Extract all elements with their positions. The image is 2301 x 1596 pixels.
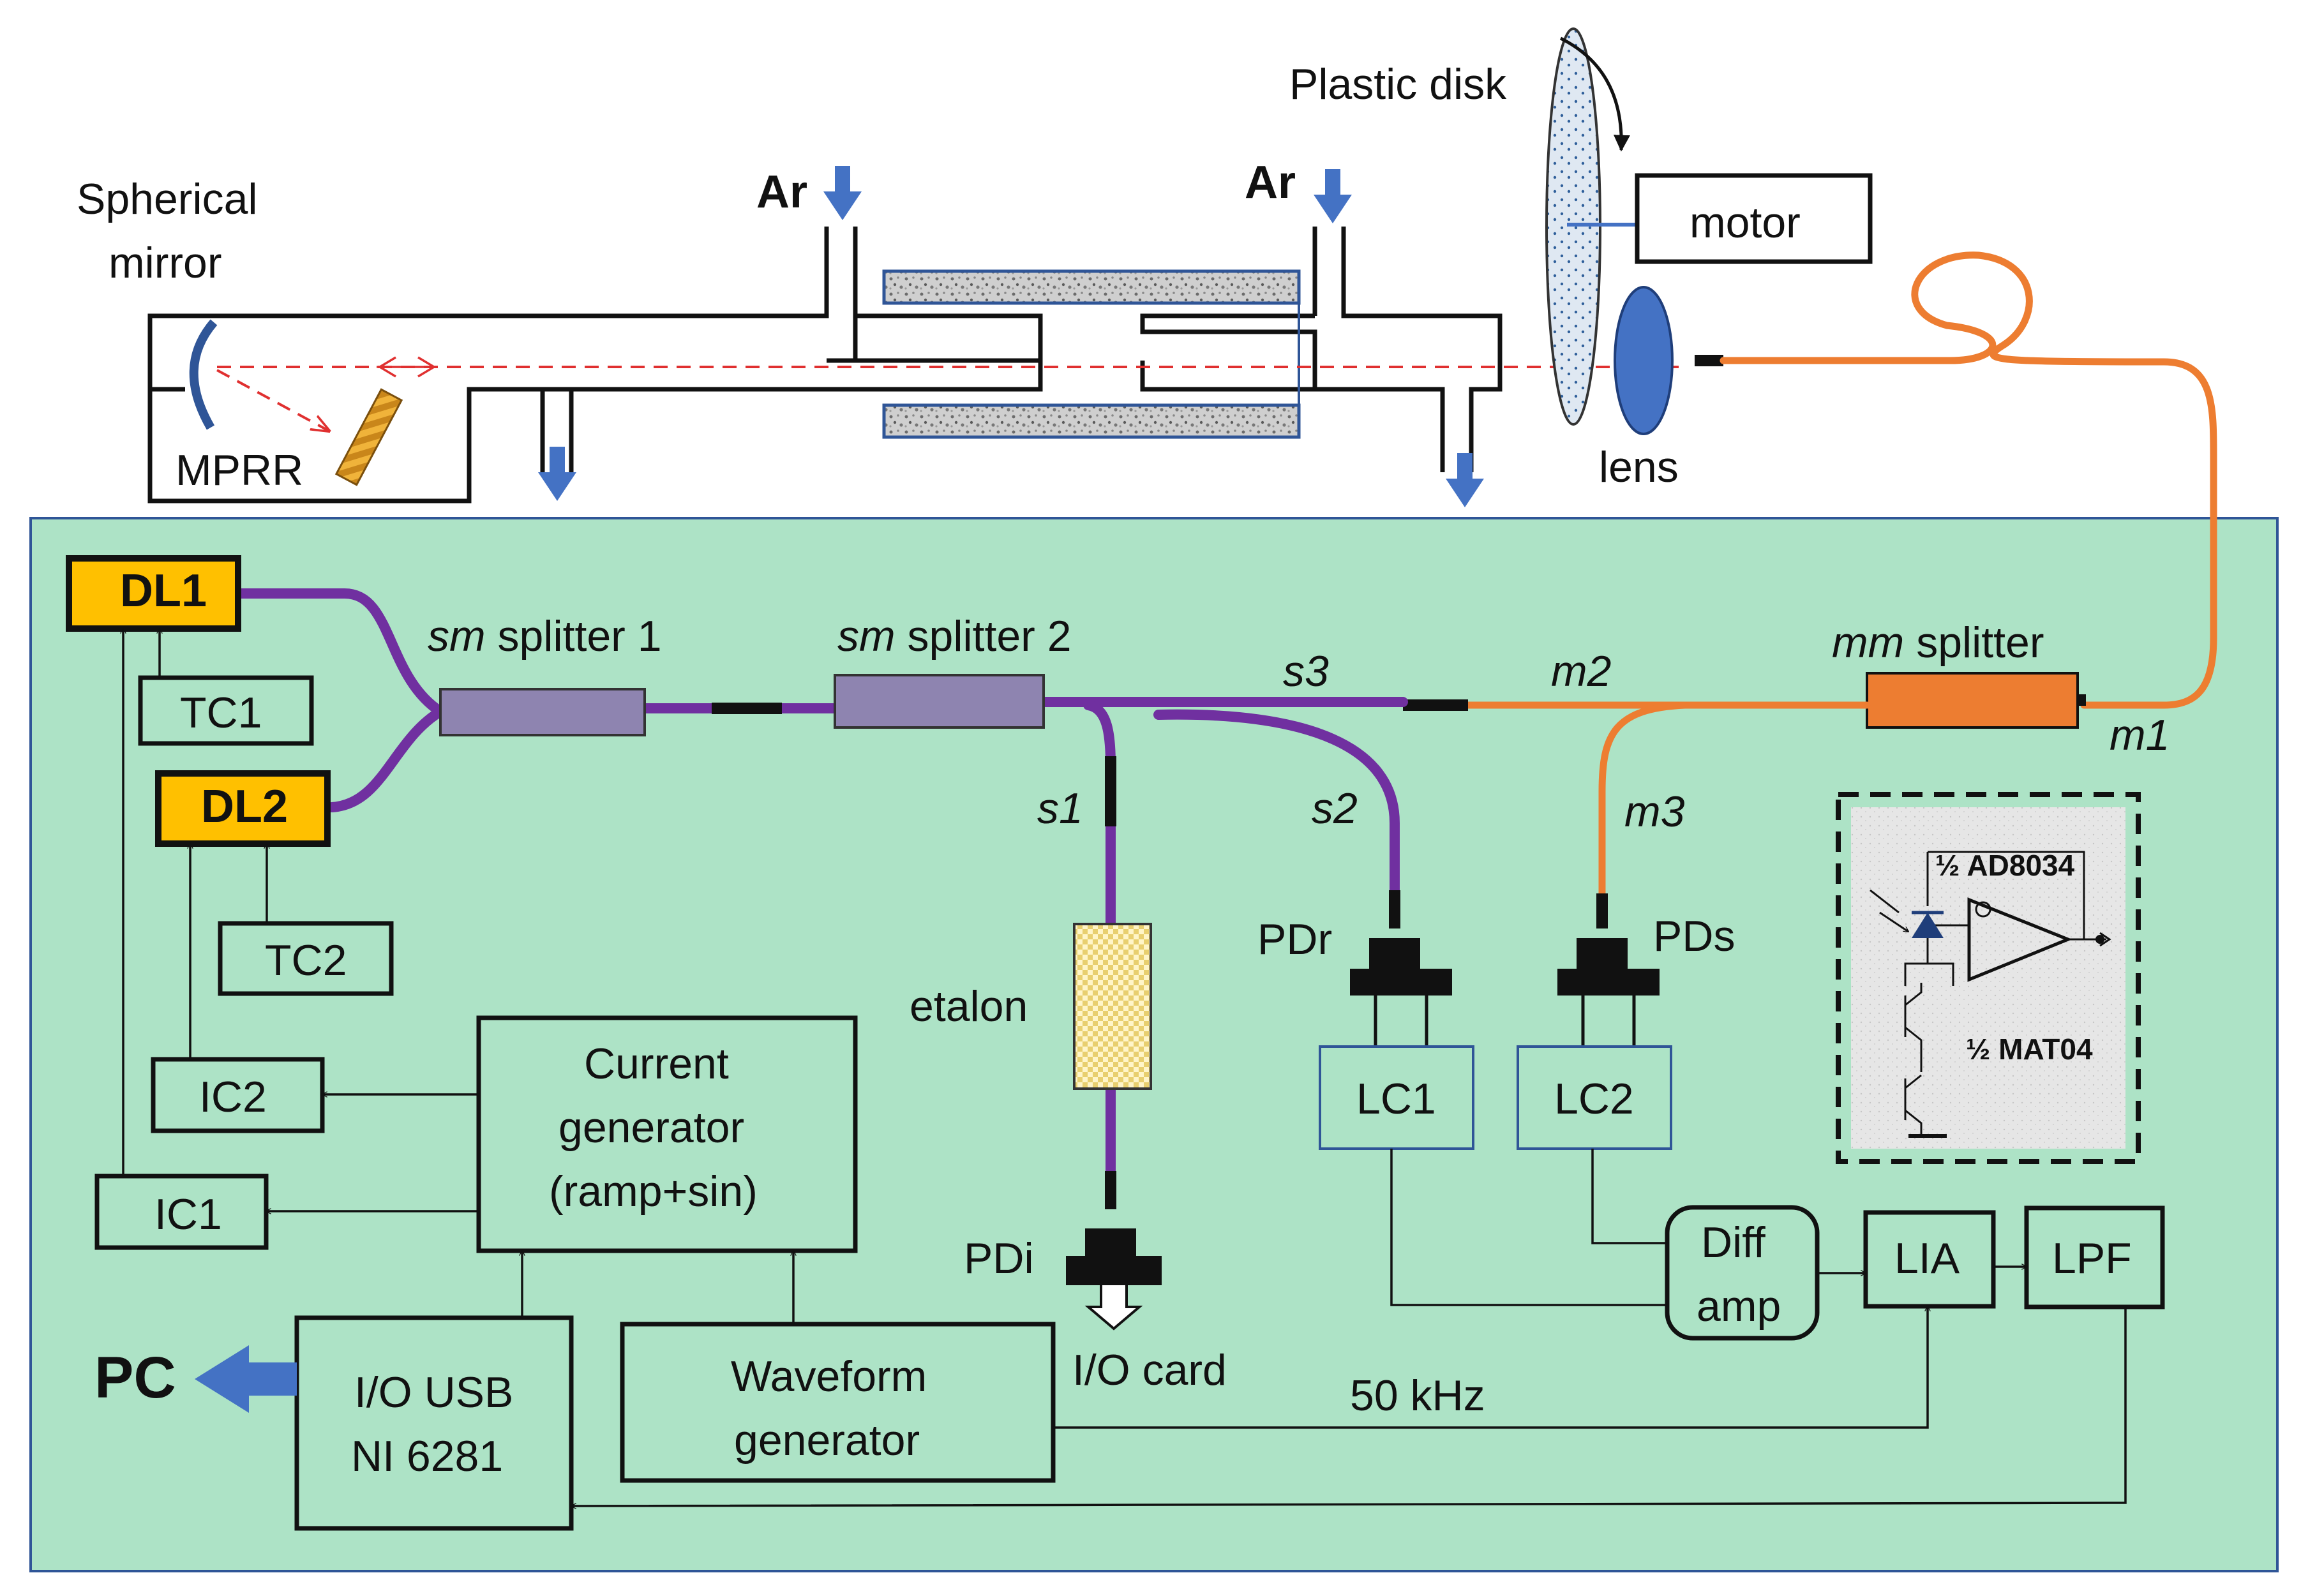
tc1-box xyxy=(138,675,314,746)
pdi-detector-icon xyxy=(1066,1228,1162,1331)
pdr-detector-icon xyxy=(1350,938,1452,1047)
opamp-icon xyxy=(1967,897,2072,982)
tc1-label: TC1 xyxy=(180,689,262,737)
waveform-generator-label-1: Waveform xyxy=(731,1352,927,1401)
pc-arrow-icon xyxy=(195,1345,297,1413)
diff-amp-label-2: amp xyxy=(1697,1282,1781,1331)
mm-fiber-m3 xyxy=(1598,701,1689,904)
tc2-label: TC2 xyxy=(265,936,347,985)
gas-out-arrow-left xyxy=(538,447,576,501)
ar-label-left: Ar xyxy=(756,167,807,218)
etalon-icon xyxy=(1073,923,1152,1090)
io-usb-box xyxy=(294,1315,574,1531)
transistor-icon xyxy=(1904,983,1947,1138)
spherical-mirror-label-2: mirror xyxy=(109,239,222,287)
waveform-generator-box xyxy=(620,1322,1056,1483)
laser-beam-reflect xyxy=(216,369,329,431)
sm-splitter-1-label: sm splitter 1 xyxy=(428,612,662,660)
wire-lc2-diff xyxy=(1591,1149,1667,1244)
diff-amp-label-1: Diff xyxy=(1701,1218,1765,1267)
mm-splitter-label: mm splitter xyxy=(1832,618,2044,667)
preamp-circuit-inset: ½ AD8034 ½ MAT04 xyxy=(1836,792,2141,1164)
furnace-heater-top xyxy=(882,269,1301,305)
lc1-box xyxy=(1319,1045,1474,1150)
ad8034-label: ½ AD8034 xyxy=(1935,849,2075,882)
furnace-heater-bottom xyxy=(882,403,1301,439)
gas-in-arrow-right xyxy=(1314,169,1352,223)
m2-label: m2 xyxy=(1551,647,1611,696)
ar-label-right: Ar xyxy=(1245,157,1296,208)
current-generator-box xyxy=(476,1015,858,1253)
pdi-label: PDi xyxy=(964,1234,1034,1283)
s1-label: s1 xyxy=(1037,784,1083,833)
lpf-box xyxy=(2024,1205,2165,1309)
motor-box xyxy=(1635,173,1873,264)
tube-outline xyxy=(147,227,1503,503)
sm-fiber-dl2 xyxy=(327,706,446,812)
pdr-label: PDr xyxy=(1257,915,1332,964)
motor-label: motor xyxy=(1690,198,1801,247)
mat04-label: ½ MAT04 xyxy=(1966,1033,2093,1066)
io-card-label: I/O card xyxy=(1072,1346,1227,1394)
lpf-label: LPF xyxy=(2052,1234,2132,1283)
sm-splitter-2-label: sm splitter 2 xyxy=(837,612,1072,660)
m1-label: m1 xyxy=(2110,711,2170,759)
current-generator-label-1: Current xyxy=(584,1040,729,1088)
lc1-label: LC1 xyxy=(1356,1075,1436,1123)
sm-splitter-1-box xyxy=(439,688,646,736)
dl2-label: DL2 xyxy=(201,781,288,832)
gas-in-arrow-left xyxy=(823,166,862,220)
dl2-box xyxy=(155,770,331,847)
lc2-label: LC2 xyxy=(1554,1075,1634,1123)
dl1-box xyxy=(66,555,241,632)
ic1-label: IC1 xyxy=(154,1190,222,1239)
io-usb-label-1: I/O USB xyxy=(354,1368,513,1417)
mprr-icon xyxy=(334,388,403,486)
rotation-arrow-icon xyxy=(1559,36,1630,152)
lc2-box xyxy=(1517,1045,1672,1150)
wire-wg-lia xyxy=(1053,1306,1928,1429)
s3-label: s3 xyxy=(1283,647,1329,696)
beam-double-arrow-icon xyxy=(377,356,435,378)
dl1-label: DL1 xyxy=(120,565,207,616)
plastic-disk-label: Plastic disk xyxy=(1289,60,1507,108)
pc-label: PC xyxy=(94,1345,176,1410)
pds-label: PDs xyxy=(1653,912,1735,960)
s2-label: s2 xyxy=(1312,784,1358,833)
mm-fiber-m1 xyxy=(1720,251,2217,709)
tc2-box xyxy=(218,921,394,996)
wire-lc1-diff xyxy=(1390,1149,1667,1306)
lens-label: lens xyxy=(1599,443,1679,491)
pds-detector-icon xyxy=(1557,938,1660,1047)
io-usb-label-2: NI 6281 xyxy=(351,1432,503,1480)
ic2-label: IC2 xyxy=(199,1073,267,1121)
waveform-generator-label-2: generator xyxy=(734,1416,920,1465)
gas-out-arrow-right xyxy=(1446,453,1484,507)
current-generator-label-2: generator xyxy=(558,1103,744,1152)
lia-label: LIA xyxy=(1894,1234,1960,1283)
sm-fiber-s2 xyxy=(1153,709,1400,899)
m3-label: m3 xyxy=(1624,787,1685,836)
spherical-mirror-label-1: Spherical xyxy=(77,175,258,223)
sm-splitter-2-box xyxy=(834,674,1045,729)
current-generator-label-3: (ramp+sin) xyxy=(549,1167,758,1216)
mm-splitter-box xyxy=(1866,672,2079,729)
sm-fiber-dl1 xyxy=(231,588,446,717)
wire-lpf-io xyxy=(571,1307,2127,1506)
photodiode-icon xyxy=(1912,913,1944,938)
mprr-label: MPRR xyxy=(176,446,303,495)
etalon-label: etalon xyxy=(910,982,1028,1031)
freq-label: 50 kHz xyxy=(1350,1371,1485,1420)
lens-icon xyxy=(1614,286,1674,435)
spherical-mirror-icon xyxy=(189,319,218,430)
